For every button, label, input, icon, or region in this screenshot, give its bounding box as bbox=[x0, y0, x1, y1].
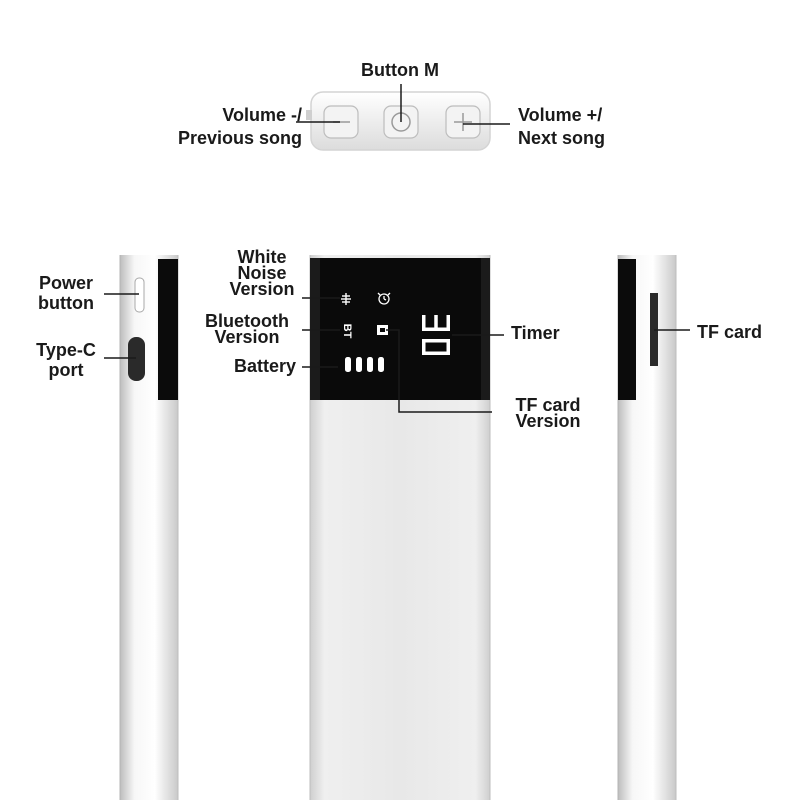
right-side-screen-edge bbox=[618, 259, 636, 400]
front-view: BT bbox=[309, 255, 491, 800]
left-side-view bbox=[119, 255, 179, 800]
white-noise-icon bbox=[341, 293, 351, 305]
timer-segment bbox=[422, 339, 426, 355]
bt-indicator: BT bbox=[341, 324, 353, 339]
timer-digits bbox=[422, 315, 450, 355]
timer-segment bbox=[434, 315, 438, 331]
battery-bar bbox=[345, 357, 351, 372]
label-tf-card: TF card bbox=[697, 322, 763, 342]
top-panel-notch bbox=[306, 110, 312, 120]
alarm-clock-icon bbox=[377, 292, 391, 305]
timer-segment bbox=[436, 351, 450, 355]
right-side-view bbox=[617, 255, 677, 800]
battery-bar bbox=[378, 357, 384, 372]
timer-segment bbox=[446, 339, 450, 355]
battery-bar bbox=[356, 357, 362, 372]
timer-digit bbox=[422, 339, 450, 355]
label-timer: Timer bbox=[511, 323, 560, 343]
power-button[interactable] bbox=[134, 277, 145, 313]
timer-segment bbox=[422, 339, 436, 343]
timer-segment bbox=[436, 327, 450, 331]
timer-digit bbox=[422, 315, 450, 331]
leader-lines bbox=[104, 84, 690, 413]
label-button-m: Button M bbox=[361, 60, 439, 80]
top-view bbox=[306, 91, 491, 151]
label-volume-plus: Volume +/Next song bbox=[518, 105, 606, 148]
label-battery: Battery bbox=[233, 356, 296, 376]
timer-segment bbox=[422, 315, 426, 331]
timer-segment bbox=[436, 339, 450, 343]
left-side-screen-edge bbox=[158, 259, 178, 400]
type-c-port[interactable] bbox=[128, 337, 145, 381]
timer-segment bbox=[446, 315, 450, 331]
leader-tf-card-version bbox=[386, 329, 492, 413]
battery-bar bbox=[367, 357, 373, 372]
battery-indicator bbox=[345, 357, 384, 372]
label-volume-minus: Volume -/Previous song bbox=[177, 105, 302, 148]
front-screen bbox=[320, 258, 481, 400]
tf-card-icon bbox=[377, 325, 388, 335]
